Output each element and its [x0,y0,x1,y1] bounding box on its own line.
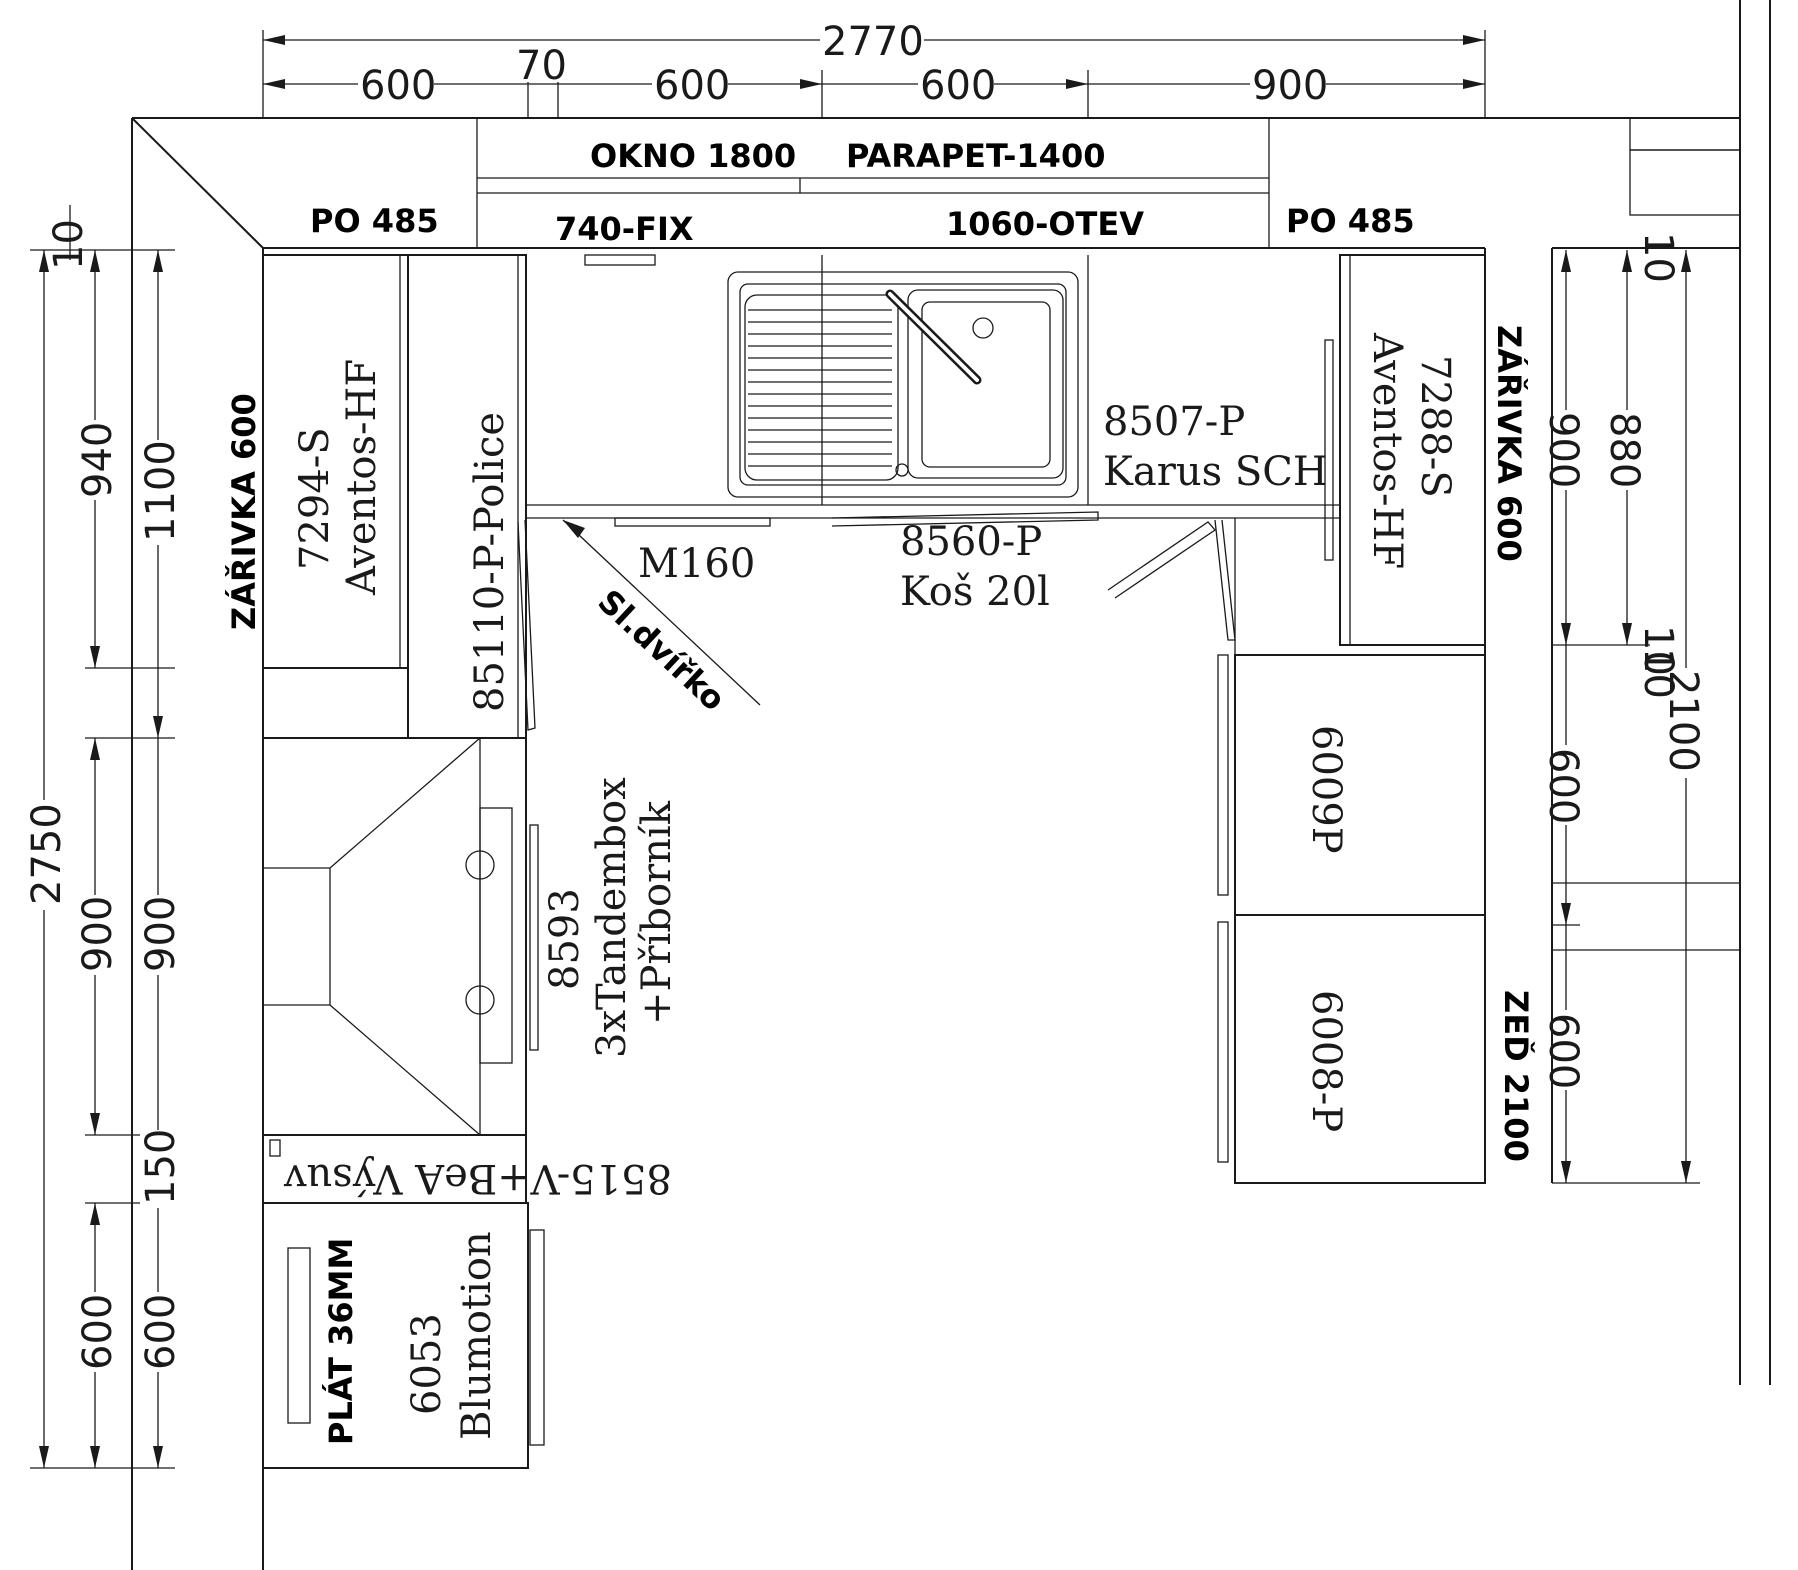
unit-8507-code: 8507-P [1103,399,1245,445]
dim-right-600a: 600 [1540,748,1586,824]
dim-right-2100: 2100 [1660,670,1706,772]
dim-top-b: 600 [654,63,730,109]
unit-8560-name: Koš 20l [900,569,1050,615]
zed-label: ZEĎ 2100 [1497,990,1535,1162]
window-label: OKNO 1800 [590,137,796,175]
dim-top-c: 600 [920,63,996,109]
unit-m160: M160 [638,541,755,587]
dim-left-total: 2750 [24,803,70,905]
po-right-label: PO 485 [1286,202,1415,240]
right-dimensions: 2100 900 880 10 10 10 600 600 [1540,232,1706,1184]
po-left-label: PO 485 [310,202,439,240]
unit-6009: 6009P [1303,725,1349,854]
window: OKNO 1800 PARAPET-1400 740-FIX 1060-OTEV… [310,117,1415,249]
unit-7294-name: Aventos-HF [339,359,385,596]
sink [727,271,1079,498]
dim-right-900: 900 [1540,412,1586,488]
dim-right-10c: 10 [1635,648,1681,699]
sl-dvirko-label: Sl.dvířko [591,582,733,718]
right-cabinets: 7288-S Aventos-HF ZÁŘIVKA 600 6009P 6008… [1217,248,1553,1184]
dim-top-d: 900 [1252,63,1328,109]
unit-7288-code: 7288-S [1412,355,1458,498]
unit-6053-name: Blumotion [454,1231,500,1440]
dim-top-a: 600 [360,63,436,109]
dim-left-900b: 900 [138,896,184,972]
unit-8515: 8515-V+BeA Výsuv [283,1155,672,1201]
left-dimensions: 2750 1100 940 10 900 900 150 600 600 [24,205,184,1469]
dim-left-150: 150 [138,1129,184,1205]
otev-label: 1060-OTEV [946,205,1144,243]
unit-8593-line1: 3xTandembox [589,777,635,1058]
unit-8593-code: 8593 [542,888,588,990]
dim-right-600b: 600 [1540,1013,1586,1089]
zarivka-left-label: ZÁŘIVKA 600 [225,393,263,630]
left-cabinets: ZÁŘIVKA 600 7294-S Aventos-HF 85110-P-Po… [225,254,680,1469]
dim-left-600a: 600 [75,1294,121,1370]
zarivka-right-label: ZÁŘIVKA 600 [1490,325,1528,562]
plat-label: PLÁT 36MM [322,1238,360,1445]
dim-top-total: 2770 [822,19,924,65]
dim-left-1100: 1100 [138,440,184,542]
dim-left-10: 10 [46,219,92,270]
unit-8560-code: 8560-P [900,519,1042,565]
fix-label: 740-FIX [555,210,694,248]
unit-8507-name: Karus SCH [1103,449,1328,495]
top-dimensions: 2770 600 70 600 600 900 [262,19,1486,118]
dim-top-gap: 70 [516,43,567,89]
unit-7294-code: 7294-S [292,427,338,570]
unit-6053-code: 6053 [404,1313,450,1415]
unit-8593-line2: +Příborník [634,800,680,1025]
unit-7288-name: Aventos-HF [1364,332,1410,569]
dim-left-900a: 900 [75,896,121,972]
dim-right-10b: 10 [1635,625,1681,676]
unit-6008: 6008-P [1303,990,1349,1132]
parapet-label: PARAPET-1400 [846,137,1105,175]
dim-left-600b: 600 [138,1294,184,1370]
dim-right-10a: 10 [1635,232,1681,283]
dim-left-940: 940 [75,422,121,498]
unit-85110: 85110-P-Police [467,412,513,712]
dim-right-880: 880 [1601,412,1647,488]
